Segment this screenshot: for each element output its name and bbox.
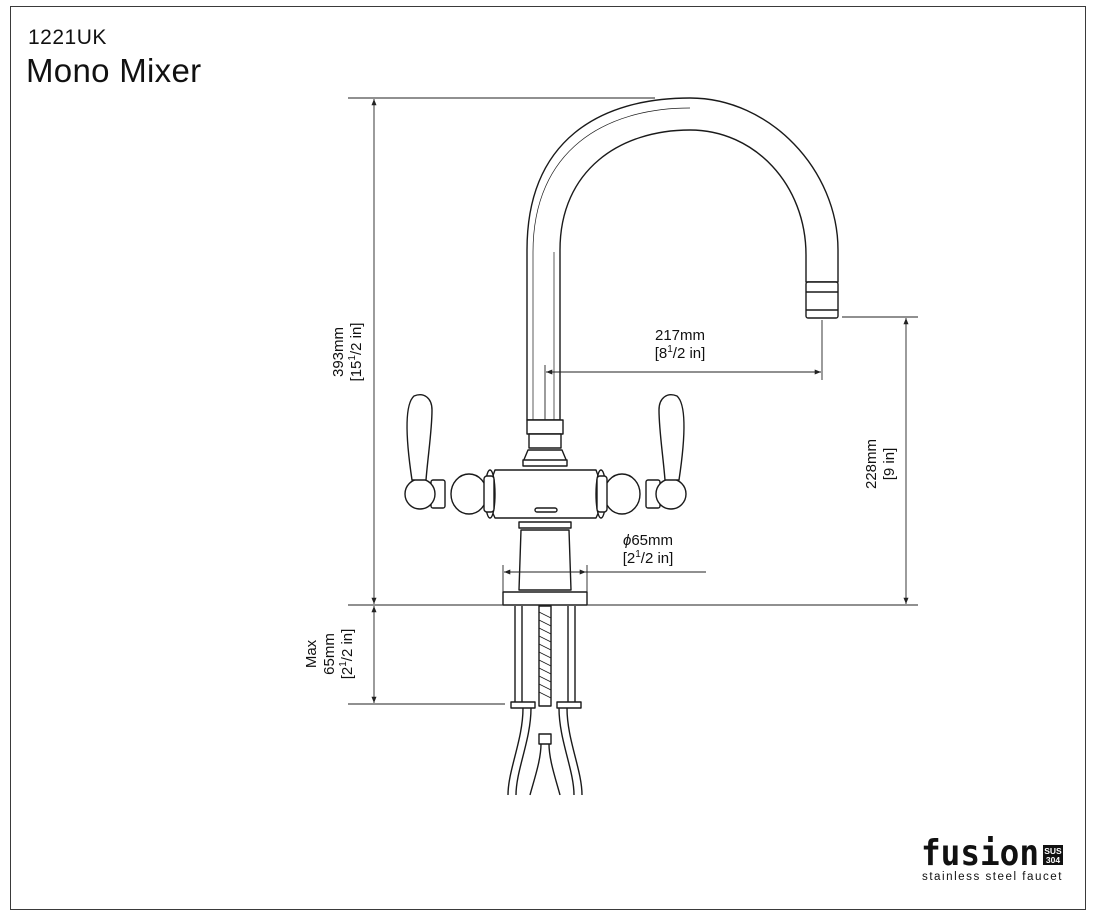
spout-collar — [526, 419, 564, 435]
max-deck-mm: 65mm — [321, 633, 338, 675]
spout-reach-label: 217mm [81/2 in] — [655, 327, 706, 362]
total-height-in: [15 — [348, 361, 365, 382]
svg-text:ϕ65mm: ϕ65mm — [623, 532, 673, 549]
spout-height-label: 228mm [9 in] — [863, 439, 898, 489]
drawing-frame — [10, 6, 1086, 910]
total-height-mm: 393mm — [330, 327, 347, 377]
svg-text:SUS: SUS — [1044, 846, 1062, 856]
spout-height-mm: 228mm — [863, 439, 880, 489]
product-name: Mono Mixer — [26, 52, 202, 89]
svg-text:[151/2 in]: [151/2 in] — [347, 323, 365, 382]
spout-reach-mm: 217mm — [655, 327, 705, 344]
total-height-label: 393mm [151/2 in] — [330, 323, 365, 382]
base-plate — [502, 591, 588, 606]
model-code: 1221UK — [28, 26, 107, 49]
base-diameter-label: ϕ65mm [21/2 in] — [623, 532, 674, 567]
max-deck-in: [2 — [339, 667, 356, 680]
brand-logo: fusion SUS 304 stainless steel faucet — [921, 833, 1063, 883]
svg-text:304: 304 — [1046, 855, 1060, 865]
max-deck-prefix: Max — [303, 639, 320, 668]
sus304-badge — [1043, 845, 1063, 865]
brand-wordmark: fusion — [921, 833, 1039, 874]
right-lever-handle — [645, 394, 687, 510]
mounting-stud — [538, 605, 552, 707]
brand-tagline: stainless steel faucet — [922, 871, 1063, 883]
aerator — [805, 281, 839, 319]
max-deck-label: Max 65mm [21/2 in] — [303, 629, 356, 680]
svg-text:[81/2 in]: [81/2 in] — [655, 344, 706, 362]
base-diameter-mm: 65mm — [631, 532, 673, 549]
spout-reach-in: [8 — [655, 345, 668, 362]
diameter-symbol: ϕ — [623, 532, 631, 549]
faucet-drawing — [404, 97, 839, 796]
base-diameter-in: [2 — [623, 550, 636, 567]
svg-text:[21/2 in]: [21/2 in] — [338, 629, 356, 680]
spout — [526, 97, 839, 421]
spout-height-in: [9 in] — [881, 448, 898, 481]
base-column — [518, 529, 572, 591]
left-lever-handle — [404, 394, 446, 510]
svg-text:[21/2 in]: [21/2 in] — [623, 549, 674, 567]
